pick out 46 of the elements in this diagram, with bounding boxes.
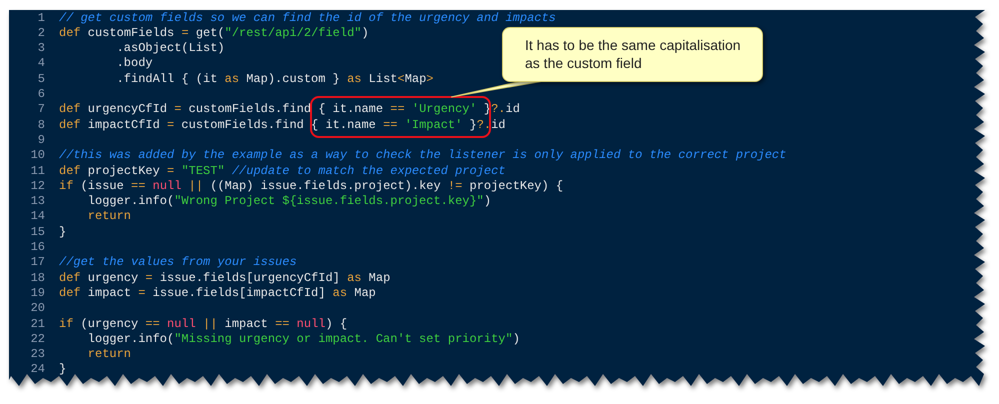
- code-line: .body: [116, 56, 153, 72]
- code-line: def impactCfId = customFields.find { it.name == 'Impact' }?.id: [59, 118, 506, 133]
- line-number: 11: [30, 164, 45, 178]
- code-line: }: [59, 224, 66, 240]
- code-line: return: [88, 209, 132, 224]
- highlight-box: [310, 96, 491, 138]
- code-line: logger.info("Missing urgency or impact. Can't set priority"): [88, 332, 520, 347]
- code-line: def impact = issue.fields[impactCfId] as Map: [59, 286, 376, 301]
- line-number: 24: [30, 362, 45, 378]
- code-line: if (urgency == null || impact == null) {: [59, 316, 348, 332]
- line-number: 2: [36, 26, 45, 41]
- code-line: def urgencyCfId = customFields.find { it.name == 'Urgency' }?.id: [59, 102, 520, 118]
- line-number: 5: [36, 72, 45, 87]
- code-line: //this was added by the example as a way to check the listener is only applied to the correct project: [59, 148, 786, 164]
- callout-text: It has to be the same capitalisation as the custom field: [525, 37, 741, 71]
- code-line: .findAll { (it as Map).custom } as List<Map>: [116, 72, 434, 87]
- code-line: // get custom fields so we can find the id of the urgency and impacts: [59, 10, 556, 26]
- code-line: logger.info("Wrong Project ${issue.fields.project.key}"): [88, 194, 492, 210]
- line-number: 18: [30, 270, 45, 286]
- line-number: 12: [30, 178, 45, 194]
- line-number: 1: [36, 10, 45, 26]
- line-number: 13: [30, 194, 45, 210]
- line-number: 9: [36, 132, 45, 148]
- line-number: 21: [30, 316, 45, 332]
- line-number: 23: [30, 347, 45, 362]
- line-number: 14: [30, 209, 45, 224]
- line-number: 8: [36, 118, 45, 133]
- code-line: def customFields = get("/rest/api/2/field"): [59, 26, 369, 41]
- line-number: 16: [30, 240, 45, 255]
- code-line: def projectKey = "TEST" //update to match the expected project: [59, 164, 506, 178]
- code-line: }: [59, 362, 66, 378]
- code-line: def urgency = issue.fields[urgencyCfId] as Map: [59, 270, 390, 286]
- line-number: 7: [36, 102, 45, 118]
- line-number: 4: [36, 56, 45, 72]
- code-line: return: [88, 347, 132, 362]
- line-number: 20: [30, 301, 45, 316]
- line-number: 19: [30, 286, 45, 301]
- code-line: .asObject(List): [116, 41, 225, 56]
- line-number: 10: [30, 148, 45, 164]
- line-number: 22: [30, 332, 45, 347]
- code-line: //get the values from your issues: [59, 255, 297, 270]
- line-number: 3: [36, 41, 45, 56]
- line-number: 17: [30, 255, 45, 270]
- code-line: if (issue == null || ((Map) issue.fields.project).key != projectKey) {: [59, 178, 564, 194]
- line-number: 6: [36, 87, 45, 102]
- line-number: 15: [30, 224, 45, 240]
